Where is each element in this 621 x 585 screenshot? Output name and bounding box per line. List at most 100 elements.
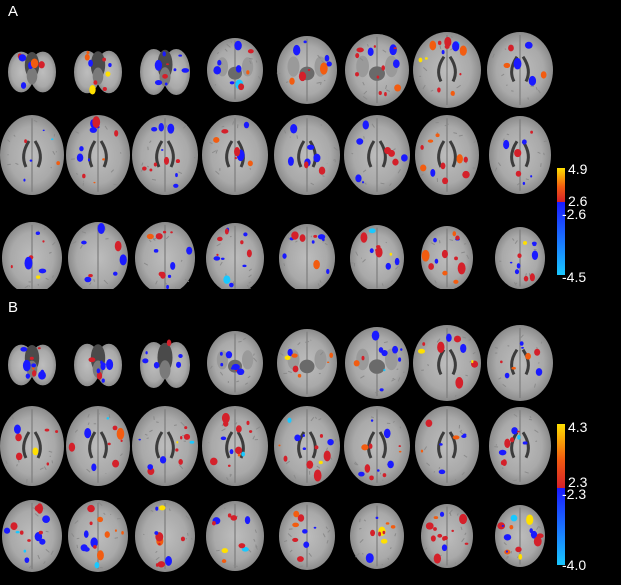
activation-blob xyxy=(92,116,100,128)
activation-blob xyxy=(399,445,401,447)
activation-blob xyxy=(285,355,291,360)
activation-blob xyxy=(465,543,469,545)
activation-blob xyxy=(38,61,44,68)
activation-blob xyxy=(377,76,380,79)
activation-blob xyxy=(108,443,111,446)
activation-blob xyxy=(306,460,313,468)
activation-blob xyxy=(518,554,522,560)
activation-blob xyxy=(439,443,443,446)
activation-blob xyxy=(230,449,234,454)
activation-blob xyxy=(170,231,173,233)
brain-slice xyxy=(66,115,130,195)
activation-blob xyxy=(534,349,540,356)
activation-blob xyxy=(391,525,396,528)
activation-blob xyxy=(383,531,386,534)
activation-blob xyxy=(356,138,363,144)
activation-blob xyxy=(221,258,225,260)
activation-blob xyxy=(93,80,97,85)
activation-blob xyxy=(517,253,521,258)
activation-blob xyxy=(440,163,445,170)
activation-blob xyxy=(319,167,325,175)
activation-blob xyxy=(142,358,148,363)
activation-blob xyxy=(377,469,380,472)
brain-slice xyxy=(274,406,340,486)
activation-blob xyxy=(356,48,363,53)
brain-slice xyxy=(489,407,551,485)
activation-blob xyxy=(20,530,24,534)
activation-blob xyxy=(174,68,177,71)
activation-blob xyxy=(238,83,244,90)
activation-blob xyxy=(511,367,515,370)
activation-blob xyxy=(431,535,436,541)
activation-blob xyxy=(24,550,27,553)
brain-slice xyxy=(206,501,264,571)
activation-blob xyxy=(248,49,254,53)
activation-blob xyxy=(121,531,124,535)
activation-blob xyxy=(145,351,147,354)
activation-blob xyxy=(42,515,50,523)
activation-blob xyxy=(508,45,514,52)
activation-blob xyxy=(541,71,547,78)
activation-blob xyxy=(178,354,182,358)
panel-a: A 4.9 2.6 -2.6 -4.5 xyxy=(0,0,621,289)
activation-blob xyxy=(436,133,440,137)
activation-blob xyxy=(393,59,400,68)
brain-slice xyxy=(345,34,409,106)
activation-blob xyxy=(506,550,508,552)
activation-blob xyxy=(91,463,96,471)
brain-slice xyxy=(487,32,553,108)
brain-slice xyxy=(2,500,62,572)
activation-blob xyxy=(81,241,87,245)
activation-blob xyxy=(113,272,118,276)
activation-blob xyxy=(102,158,105,160)
colorbar-neg-max: -4.5 xyxy=(562,269,586,285)
activation-blob xyxy=(149,169,152,172)
brain-slice xyxy=(344,406,410,486)
activation-blob xyxy=(320,62,328,74)
brain-slice-grid xyxy=(0,0,621,289)
activation-blob xyxy=(84,277,91,283)
activation-blob xyxy=(241,452,245,457)
activation-blob xyxy=(158,561,165,567)
activation-blob xyxy=(418,349,425,354)
brain-slice xyxy=(66,406,130,486)
activation-blob xyxy=(517,263,521,268)
activation-blob xyxy=(530,131,533,134)
activation-blob xyxy=(36,231,40,234)
activation-blob xyxy=(84,428,91,438)
activation-blob xyxy=(370,248,374,253)
activation-blob xyxy=(505,373,510,379)
activation-blob xyxy=(303,447,306,450)
colorbar-positive xyxy=(557,168,565,202)
activation-blob xyxy=(375,247,382,258)
activation-blob xyxy=(35,505,43,512)
activation-blob xyxy=(226,351,232,358)
brain-slice xyxy=(277,36,337,104)
activation-blob xyxy=(456,154,462,163)
colorbar-neg-min: -2.6 xyxy=(562,206,586,222)
brain-slice xyxy=(350,503,404,569)
activation-blob xyxy=(435,259,439,264)
activation-blob xyxy=(369,475,374,480)
activation-blob xyxy=(120,254,127,265)
activation-blob xyxy=(292,538,298,542)
brain-slice xyxy=(495,227,545,289)
activation-blob xyxy=(242,265,246,268)
activation-blob xyxy=(395,258,400,265)
activation-blob xyxy=(383,473,387,477)
activation-blob xyxy=(327,361,329,363)
activation-blob xyxy=(536,368,543,376)
brain-slice xyxy=(135,222,195,289)
brain-slice xyxy=(2,222,62,289)
activation-blob xyxy=(246,421,249,425)
activation-blob xyxy=(369,228,376,233)
activation-blob xyxy=(379,91,382,95)
activation-blob xyxy=(369,444,373,449)
brain-slice xyxy=(74,51,122,95)
activation-blob xyxy=(16,531,20,534)
brain-slice xyxy=(495,505,545,567)
activation-blob xyxy=(517,435,520,440)
activation-blob xyxy=(386,522,390,524)
activation-blob xyxy=(30,357,34,360)
activation-blob xyxy=(102,378,105,382)
